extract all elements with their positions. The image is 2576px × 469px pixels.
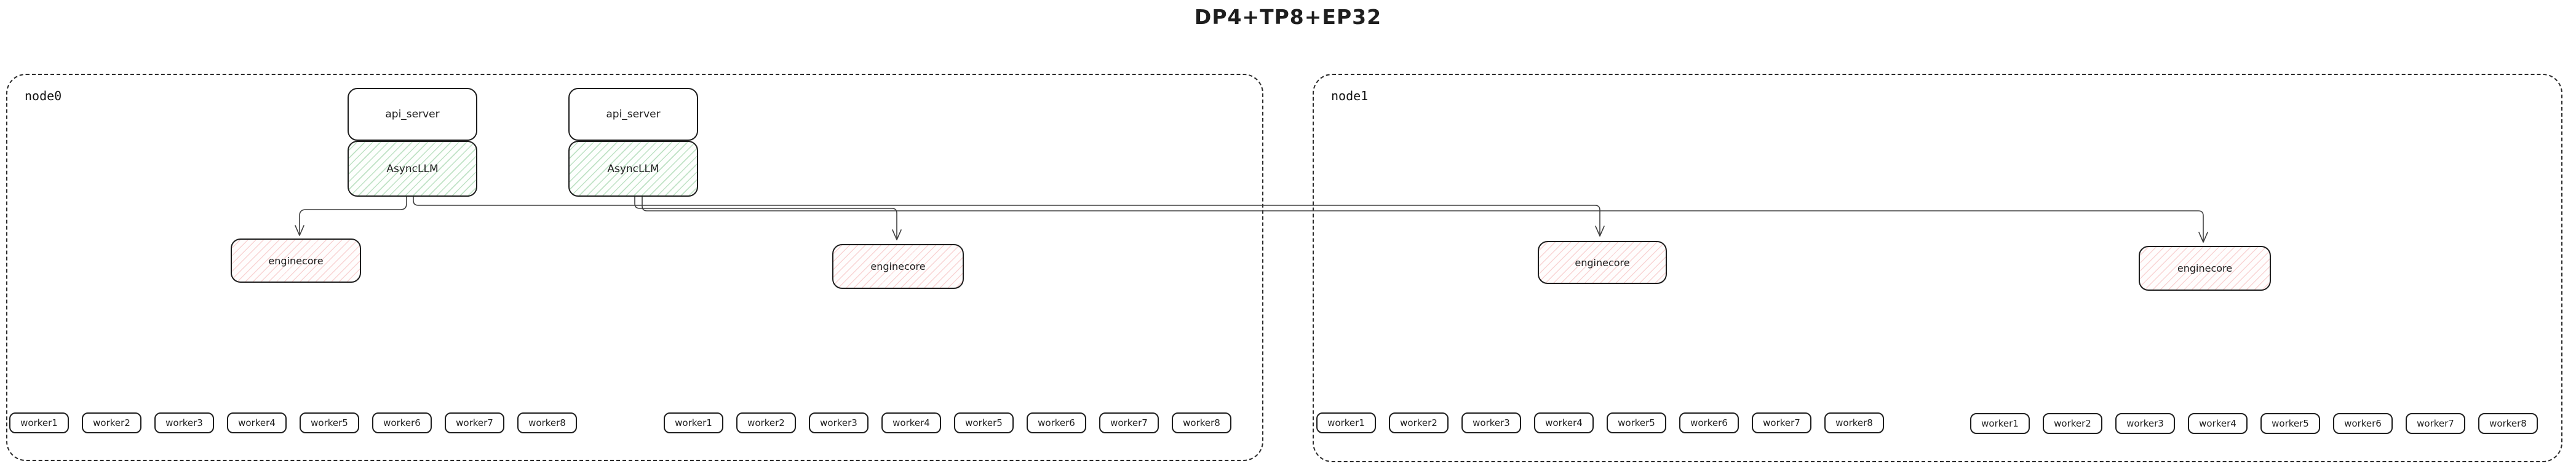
worker-box: worker3 [154, 412, 214, 433]
worker-label: worker2 [2054, 418, 2091, 429]
worker-label: worker3 [165, 417, 203, 428]
worker-box: worker6 [1679, 412, 1739, 433]
worker-label: worker5 [965, 417, 1003, 428]
worker-label: worker1 [1327, 417, 1365, 428]
worker-row-node1-group1: worker1 worker2 worker3 worker4 worker5 worke… [1316, 412, 1884, 433]
worker-label: worker8 [1183, 417, 1220, 428]
worker-box: worker4 [227, 412, 287, 433]
api-server-label-1: api_server [385, 108, 440, 120]
worker-box: worker5 [954, 412, 1014, 433]
worker-box: worker1 [1970, 413, 2030, 434]
enginecore-label-2: enginecore [870, 261, 926, 272]
worker-box: worker8 [2478, 413, 2538, 434]
worker-label: worker1 [675, 417, 712, 428]
worker-label: worker2 [93, 417, 130, 428]
enginecore-box-2: enginecore [832, 244, 964, 289]
worker-box: worker5 [300, 412, 359, 433]
worker-box: worker8 [1172, 412, 1231, 433]
worker-box: worker3 [809, 412, 869, 433]
worker-label: worker5 [1618, 417, 1655, 428]
worker-label: worker1 [1981, 418, 2019, 429]
worker-label: worker3 [2126, 418, 2164, 429]
worker-label: worker2 [1400, 417, 1437, 428]
api-server-box-1: api_server [348, 88, 477, 141]
worker-box: worker7 [1099, 412, 1159, 433]
worker-box: worker6 [372, 412, 432, 433]
worker-box: worker2 [82, 412, 141, 433]
worker-box: worker1 [664, 412, 723, 433]
worker-box: worker7 [445, 412, 504, 433]
asyncllm-box-1: AsyncLLM [348, 141, 477, 197]
worker-box: worker8 [1824, 412, 1884, 433]
node0-label: node0 [25, 89, 62, 103]
worker-box: worker6 [2333, 413, 2393, 434]
node1-container: node1 [1313, 74, 2562, 462]
worker-box: worker6 [1027, 412, 1086, 433]
worker-row-node0-group2: worker1 worker2 worker3 worker4 worker5 worke… [664, 412, 1231, 433]
asyncllm-label-1: AsyncLLM [386, 162, 439, 175]
diagram-title: DP4+TP8+EP32 [1194, 5, 1382, 29]
worker-label: worker7 [1110, 417, 1148, 428]
worker-label: worker3 [1473, 417, 1510, 428]
worker-label: worker2 [747, 417, 785, 428]
enginecore-box-3: enginecore [1538, 241, 1667, 284]
node0-container: node0 [6, 74, 1263, 461]
worker-box: worker8 [517, 412, 577, 433]
worker-label: worker7 [456, 417, 493, 428]
worker-label: worker1 [20, 417, 58, 428]
worker-box: worker1 [9, 412, 69, 433]
worker-box: worker4 [1534, 412, 1594, 433]
enginecore-label-1: enginecore [268, 254, 324, 267]
worker-box: worker2 [736, 412, 796, 433]
enginecore-label-3: enginecore [1575, 256, 1630, 269]
worker-label: worker4 [238, 417, 276, 428]
worker-box: worker7 [1752, 412, 1811, 433]
worker-label: worker8 [528, 417, 566, 428]
worker-label: worker5 [311, 417, 348, 428]
worker-box: worker5 [2260, 413, 2320, 434]
worker-label: worker6 [383, 417, 421, 428]
worker-box: worker5 [1607, 412, 1666, 433]
worker-box: worker1 [1316, 412, 1376, 433]
worker-box: worker4 [2188, 413, 2248, 434]
worker-row-node0-group1: worker1 worker2 worker3 worker4 worker5 worke… [9, 412, 577, 433]
worker-box: worker2 [2043, 413, 2102, 434]
enginecore-box-1: enginecore [231, 238, 361, 283]
worker-label: worker4 [2199, 418, 2236, 429]
worker-label: worker4 [892, 417, 930, 428]
worker-box: worker3 [1461, 412, 1521, 433]
node1-label: node1 [1331, 89, 1369, 103]
worker-label: worker4 [1545, 417, 1583, 428]
worker-label: worker7 [2417, 418, 2454, 429]
worker-box: worker2 [1389, 412, 1449, 433]
worker-label: worker5 [2272, 418, 2309, 429]
asyncllm-box-2: AsyncLLM [568, 141, 698, 197]
enginecore-box-4: enginecore [2139, 246, 2271, 291]
enginecore-label-4: enginecore [2177, 262, 2233, 274]
worker-box: worker7 [2406, 413, 2465, 434]
worker-box: worker3 [2115, 413, 2175, 434]
worker-label: worker7 [1763, 417, 1800, 428]
worker-label: worker6 [2344, 418, 2382, 429]
asyncllm-label-2: AsyncLLM [607, 162, 659, 175]
worker-row-node1-group2: worker1 worker2 worker3 worker4 worker5 worke… [1970, 413, 2538, 434]
worker-label: worker6 [1690, 417, 1728, 428]
worker-label: worker8 [1835, 417, 1873, 428]
worker-box: worker4 [881, 412, 941, 433]
api-server-box-2: api_server [568, 88, 698, 141]
worker-label: worker6 [1038, 417, 1075, 428]
worker-label: worker3 [820, 417, 857, 428]
worker-label: worker8 [2489, 418, 2527, 429]
api-server-label-2: api_server [606, 108, 661, 120]
